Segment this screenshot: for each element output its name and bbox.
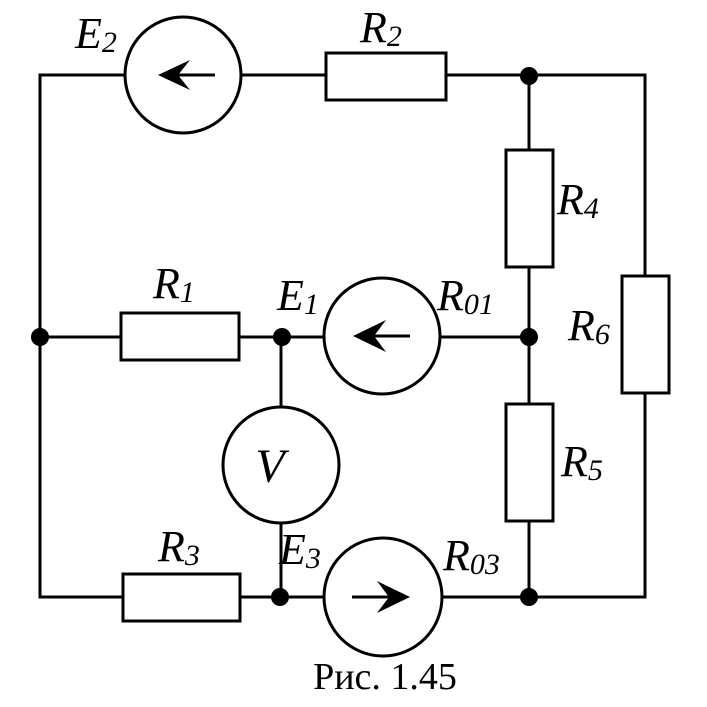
resistor-r4 (504, 148, 555, 269)
voltmeter-symbol: V (255, 440, 289, 493)
resistor-r2 (324, 51, 448, 102)
label-r5: R5 (560, 437, 603, 487)
resistor-r1 (119, 311, 241, 362)
label-r3: R3 (157, 522, 200, 572)
node-right-middle (520, 328, 538, 346)
label-e2: E2 (74, 9, 117, 59)
label-r1: R1 (152, 259, 195, 309)
node-left-middle (31, 328, 49, 346)
voltmeter: V (221, 405, 341, 525)
label-r6: R6 (567, 301, 610, 351)
voltmeter-circle (221, 405, 341, 525)
resistor-r3 (121, 572, 242, 623)
node-top-right (520, 67, 538, 85)
resistor-r5 (504, 402, 555, 523)
label-e3: E3 (278, 525, 321, 575)
label-r01: R01 (436, 271, 494, 321)
resistor-r6 (620, 274, 671, 395)
source-e1-arrow-icon (353, 320, 386, 352)
nodes (31, 67, 538, 606)
label-r2: R2 (359, 3, 402, 53)
label-r4: R4 (556, 175, 599, 225)
label-e1: E1 (276, 271, 319, 321)
node-bottom-right (520, 588, 538, 606)
source-e3 (322, 536, 444, 658)
node-center-middle (273, 328, 291, 346)
source-e3-arrow-icon (377, 581, 410, 613)
figure-caption: Рис. 1.45 (313, 656, 457, 698)
source-e2 (123, 15, 243, 135)
node-bottom-center (271, 588, 289, 606)
source-e1 (322, 276, 442, 396)
label-r03: R03 (442, 531, 500, 581)
source-e2-arrow-icon (158, 60, 190, 90)
